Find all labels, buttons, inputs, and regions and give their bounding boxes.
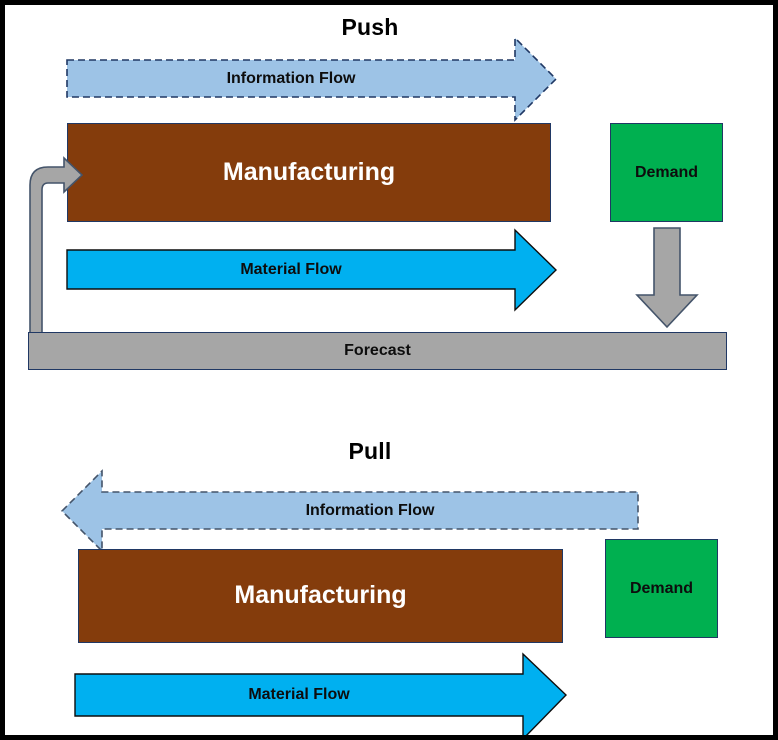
- push-manufacturing-box: [67, 123, 551, 222]
- push-forecast-to-manufacturing-arrow: [29, 156, 84, 339]
- pull-section-title: Pull: [348, 438, 392, 465]
- push-forecast-to-manufacturing-arrow-shape: [29, 156, 84, 339]
- push-information-flow-arrow-shape: [66, 36, 558, 122]
- pull-information-flow-arrow-shape: [60, 469, 639, 553]
- push-material-flow-arrow-shape: [66, 228, 558, 312]
- push-section-title: Push: [341, 14, 399, 41]
- pull-demand-box: [605, 539, 718, 638]
- pull-manufacturing-box: [78, 549, 563, 643]
- pull-material-flow-arrow: [74, 652, 567, 735]
- push-material-flow-arrow: [66, 228, 558, 312]
- push-forecast-bar: [28, 332, 727, 370]
- pull-material-flow-arrow-shape: [74, 652, 567, 735]
- push-demand-to-forecast-arrow-shape: [635, 227, 699, 329]
- push-demand-box: [610, 123, 723, 222]
- pull-information-flow-arrow: [60, 469, 639, 553]
- push-information-flow-arrow: [66, 36, 558, 122]
- push-demand-to-forecast-arrow: [635, 227, 699, 329]
